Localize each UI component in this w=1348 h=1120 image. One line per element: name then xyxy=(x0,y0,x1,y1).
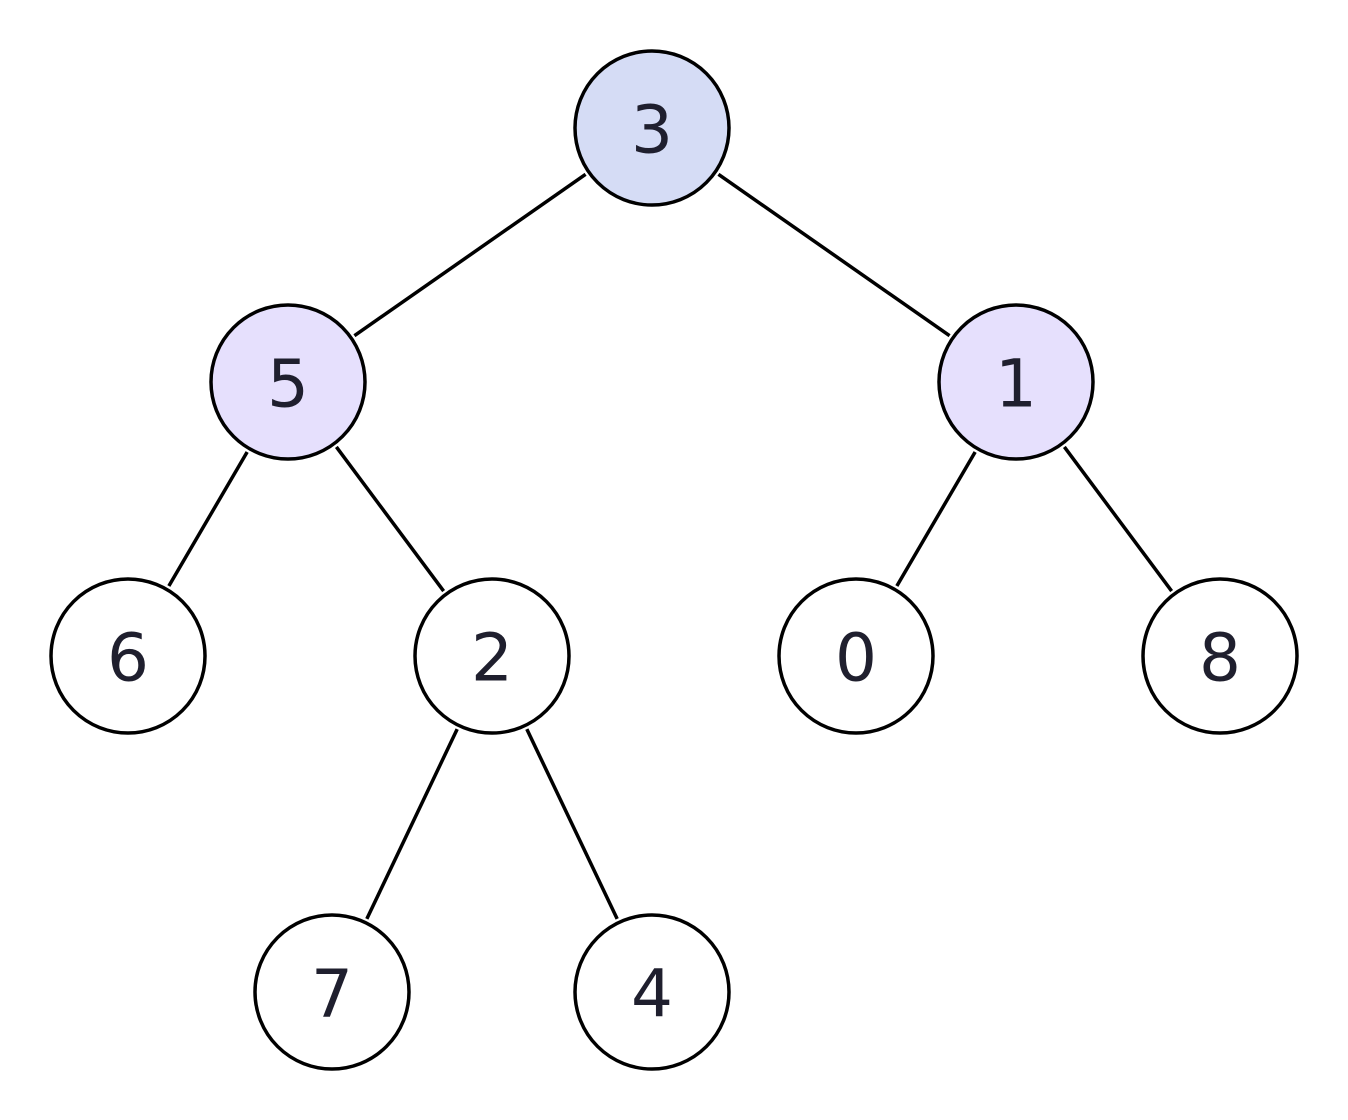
tree-node-4: 4 xyxy=(573,913,731,1071)
tree-node-7: 7 xyxy=(253,913,411,1071)
tree-node-2: 2 xyxy=(413,577,571,735)
node-circle-7 xyxy=(253,913,411,1071)
edge-1-to-0 xyxy=(895,451,977,587)
edge-3-to-5 xyxy=(353,172,587,338)
edge-5-to-6 xyxy=(167,451,249,587)
node-circle-6 xyxy=(49,577,207,735)
tree-node-8: 8 xyxy=(1141,577,1299,735)
node-label-3: 3 xyxy=(631,92,673,169)
node-label-8: 8 xyxy=(1199,620,1241,697)
node-circle-5 xyxy=(209,303,367,461)
node-label-0: 0 xyxy=(835,620,877,697)
tree-nodes: 3 5 1 6 2 0 8 7 4 xyxy=(49,49,1299,1071)
edge-5-to-2 xyxy=(334,445,446,593)
node-circle-2 xyxy=(413,577,571,735)
edge-2-to-4 xyxy=(525,728,619,920)
node-label-2: 2 xyxy=(471,620,513,697)
node-circle-3 xyxy=(573,49,731,207)
tree-node-1: 1 xyxy=(937,303,1095,461)
node-label-7: 7 xyxy=(311,956,353,1033)
node-label-5: 5 xyxy=(267,346,309,423)
node-circle-0 xyxy=(777,577,935,735)
node-label-1: 1 xyxy=(995,346,1037,423)
node-circle-4 xyxy=(573,913,731,1071)
edge-3-to-1 xyxy=(717,172,951,338)
tree-node-0: 0 xyxy=(777,577,935,735)
node-circle-8 xyxy=(1141,577,1299,735)
tree-node-6: 6 xyxy=(49,577,207,735)
node-circle-1 xyxy=(937,303,1095,461)
tree-node-5: 5 xyxy=(209,303,367,461)
tree-edges xyxy=(167,172,1174,920)
edge-2-to-7 xyxy=(365,728,459,920)
edge-1-to-8 xyxy=(1062,445,1174,593)
node-label-4: 4 xyxy=(631,956,673,1033)
tree-node-3: 3 xyxy=(573,49,731,207)
node-label-6: 6 xyxy=(107,620,149,697)
